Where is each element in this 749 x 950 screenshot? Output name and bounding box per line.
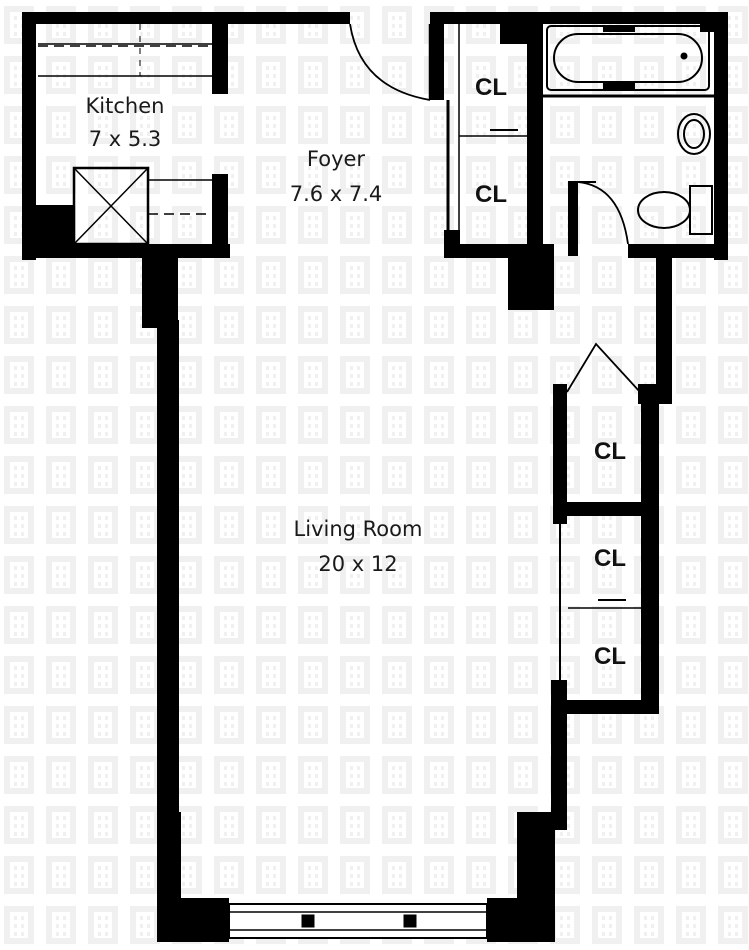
closet-label-foyer-top: CL <box>475 74 507 101</box>
living-room-size: 20 x 12 <box>318 552 397 576</box>
closet-label-living-top: CL <box>594 545 626 572</box>
bath-door-swing <box>577 181 629 245</box>
bath-bottom-wall <box>628 244 728 258</box>
entry-door-swing <box>349 23 431 101</box>
walls <box>22 12 728 942</box>
bath-corner <box>700 12 728 32</box>
foyer-closet-right-wall <box>527 12 543 258</box>
kitchen-corner-block <box>36 205 74 247</box>
stove <box>72 166 150 246</box>
right-closets-bottom-wall <box>555 700 659 714</box>
hall-column <box>508 244 554 310</box>
foyer-name: Foyer <box>307 147 366 171</box>
living-left-wall <box>157 320 179 940</box>
doors <box>349 23 641 393</box>
bathtub-basin <box>553 33 703 83</box>
bath-door-jamb <box>568 182 578 256</box>
sink-icon <box>677 113 711 155</box>
kitchen-size: 7 x 5.3 <box>89 127 162 151</box>
living-right-bottom-block <box>517 812 555 940</box>
kitchen-name: Kitchen <box>86 94 165 118</box>
right-closets-divider <box>553 502 657 516</box>
kitchen-bottom-wall <box>22 244 230 258</box>
kitchen-left-wall <box>22 12 36 260</box>
kitchen-partition-upper <box>212 24 228 94</box>
living-room-name: Living Room <box>294 517 423 541</box>
foyer-size: 7.6 x 7.4 <box>290 182 383 206</box>
closet-label-living-bottom: CL <box>594 643 626 670</box>
right-closets-right-wall <box>641 392 659 714</box>
foyer-closet-left-wall <box>430 12 444 100</box>
bath-top-wall <box>527 12 727 24</box>
toilet-bowl <box>637 191 691 229</box>
hall-closet-door <box>566 342 641 393</box>
closet-label-hall: CL <box>594 438 626 465</box>
living-bottom-wall-left <box>157 898 229 942</box>
living-left-column <box>142 258 178 328</box>
living-right-wall-mid <box>553 384 567 524</box>
kitchen-partition-lower <box>212 174 228 246</box>
living-right-wall-low <box>551 680 567 830</box>
bottom-window <box>228 903 488 939</box>
kitchen-top-wall <box>22 12 350 24</box>
closet-label-foyer-bottom: CL <box>475 181 507 208</box>
hall-right-wall <box>656 244 672 392</box>
kitchen-fixtures <box>38 24 212 246</box>
partitions <box>446 24 714 700</box>
bathroom-fixtures <box>546 25 713 235</box>
foyer-closet-top-block <box>500 12 530 44</box>
bath-right-wall <box>714 12 728 260</box>
